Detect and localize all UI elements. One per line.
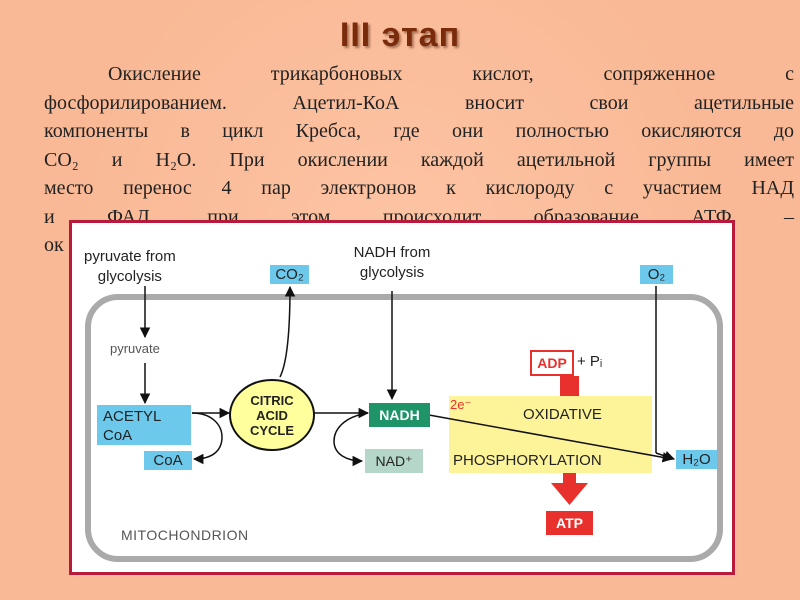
mitochondrion-label: MITOCHONDRION [121, 527, 249, 543]
citric-acid-cycle-label: CITRIC ACID CYCLE [249, 393, 295, 438]
adp-label: ADP [537, 355, 567, 371]
mitochondrion-diagram: pyruvate from glycolysis NADH from glyco… [69, 220, 735, 575]
electrons-label: 2e⁻ [450, 397, 472, 412]
acetyl-coa-box: ACETYL CoA [97, 405, 191, 445]
nad-plus-box [365, 449, 423, 473]
o2-box: O₂ [640, 265, 673, 284]
atp-box [546, 511, 593, 535]
diagram-graphics [85, 285, 723, 562]
adp-box [530, 350, 574, 376]
pyruvate-label: pyruvate [110, 341, 160, 356]
body-line: CO₂ и H₂O. При окислении каждой ацетильн… [44, 148, 794, 171]
body-line: Окисление трикарбоновых кислот, сопряжен… [108, 63, 794, 85]
body-line: ок [44, 234, 64, 256]
nadh-source-label: NADH from glycolysis [353, 244, 431, 281]
body-line: место перенос 4 пар электронов к кислоро… [44, 177, 794, 199]
phosphorylation-label: PHOSPHORYLATION [453, 452, 602, 469]
adp-stem [560, 376, 579, 396]
slide-body-text: Окисление трикарбоновых кислот, сопряжен… [44, 60, 794, 260]
coa-box: CoA [144, 451, 192, 470]
plus-pi-label: + Pᵢ [577, 353, 603, 370]
co2-box: CO₂ [270, 265, 309, 284]
body-line: фосфорилированием. Ацетил-КоА вносит сво… [44, 91, 794, 114]
oxidative-phosphorylation-region [449, 396, 652, 473]
nad-plus-label: NAD⁺ [375, 453, 413, 469]
oxidative-label: OXIDATIVE [523, 406, 602, 423]
citric-acid-cycle-node [229, 379, 315, 451]
nadh-box [369, 403, 430, 427]
nadh-label: NADH [379, 407, 420, 423]
atp-arrow [551, 473, 588, 505]
body-line: компоненты в цикл Кребса, где они полнос… [44, 120, 794, 142]
slide-title: III этап [339, 16, 461, 54]
atp-label: ATP [556, 515, 583, 531]
h2o-box: H₂O [676, 450, 717, 469]
pyruvate-source-label: pyruvate from glycolysis [84, 248, 176, 285]
